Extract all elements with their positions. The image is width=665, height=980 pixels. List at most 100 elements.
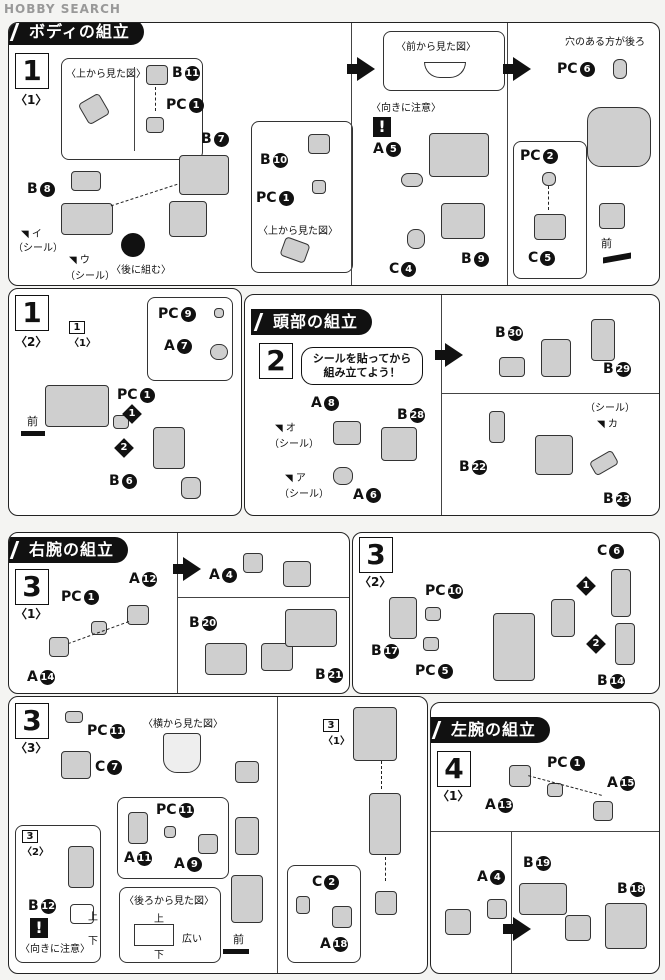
- part-shape: [45, 385, 109, 427]
- part-shape: [613, 59, 627, 79]
- part-shape: [65, 711, 83, 723]
- part-shape: [261, 643, 293, 671]
- part-shape: [283, 561, 311, 587]
- substep-label: 〈1〉: [15, 607, 48, 621]
- part-shape: [535, 435, 573, 475]
- part-shape: [487, 899, 507, 919]
- inset-title: 〈上から見た図〉: [66, 69, 146, 80]
- part-shape: [210, 344, 228, 360]
- step-number: 3: [15, 569, 49, 605]
- up-label: 上: [154, 914, 164, 925]
- part-shape: [127, 605, 149, 625]
- part-shape: [153, 427, 185, 469]
- arrow-right-icon: [173, 557, 201, 581]
- part-shape: [499, 357, 525, 377]
- part-shape: [375, 891, 397, 915]
- part-shape: [333, 467, 353, 485]
- mini-step-ref: 1 〈1〉: [69, 321, 96, 349]
- front-label: 前: [601, 237, 612, 250]
- part-shape: [61, 203, 113, 235]
- seal-label: （シール）: [279, 489, 329, 500]
- assembly-line: [381, 761, 382, 789]
- arrow-right-icon: [503, 917, 531, 941]
- part-shape: [164, 826, 176, 838]
- seal-label: （シール）: [65, 271, 115, 282]
- mini-step-ref: 3 〈1〉: [323, 719, 350, 747]
- part-shape: [308, 134, 330, 154]
- assembly-line: [548, 186, 549, 210]
- part-shape: [615, 623, 635, 665]
- part-shape: [181, 477, 201, 499]
- part-shape: [128, 812, 148, 844]
- part-shape: [285, 609, 337, 647]
- seal-label: （シール）: [269, 439, 319, 450]
- divider: [351, 23, 352, 285]
- assemble-back-note: 〈後に組む〉: [111, 265, 171, 276]
- divider: [177, 597, 349, 598]
- mini-step-sub: 〈2〉: [22, 847, 49, 858]
- part-shape: [551, 599, 575, 637]
- part-shape: [534, 214, 566, 240]
- careful-direction-note: 〈向きに注意〉: [20, 944, 90, 955]
- part-shape: [312, 180, 326, 194]
- seal-label: （シール）: [585, 403, 635, 414]
- divider: [431, 831, 659, 832]
- part-shape: [163, 733, 201, 773]
- part-shape: [235, 817, 259, 855]
- part-shape: [169, 201, 207, 237]
- mini-step-sub: 〈1〉: [69, 338, 96, 349]
- part-shape: [605, 903, 647, 949]
- mini-step-number: 1: [69, 321, 85, 334]
- part-shape: [70, 904, 94, 924]
- mark-o-label: ◥ オ: [275, 423, 296, 434]
- arrow-right-icon: [435, 343, 463, 367]
- part-outline: [134, 924, 174, 946]
- part-shape: [279, 236, 311, 264]
- wide-label: 広い: [182, 934, 202, 945]
- step-marker-2: 2: [586, 634, 606, 654]
- step-number: 3: [15, 703, 49, 739]
- part-shape: [542, 172, 556, 186]
- assembly-line: [155, 87, 156, 111]
- part-shape: [296, 896, 310, 914]
- inset-divider: [134, 67, 135, 151]
- black-circle-icon: [121, 233, 145, 257]
- mini-step-sub: 〈1〉: [323, 736, 350, 747]
- part-shape: [146, 65, 168, 85]
- up-label: 上: [88, 912, 98, 923]
- divider: [511, 831, 512, 973]
- arrow-left-icon: [21, 431, 45, 436]
- part-shape: [332, 906, 352, 928]
- part-shape: [429, 133, 489, 177]
- part-shape: [547, 783, 563, 797]
- side-view-title: 〈横から見た図〉: [143, 719, 223, 730]
